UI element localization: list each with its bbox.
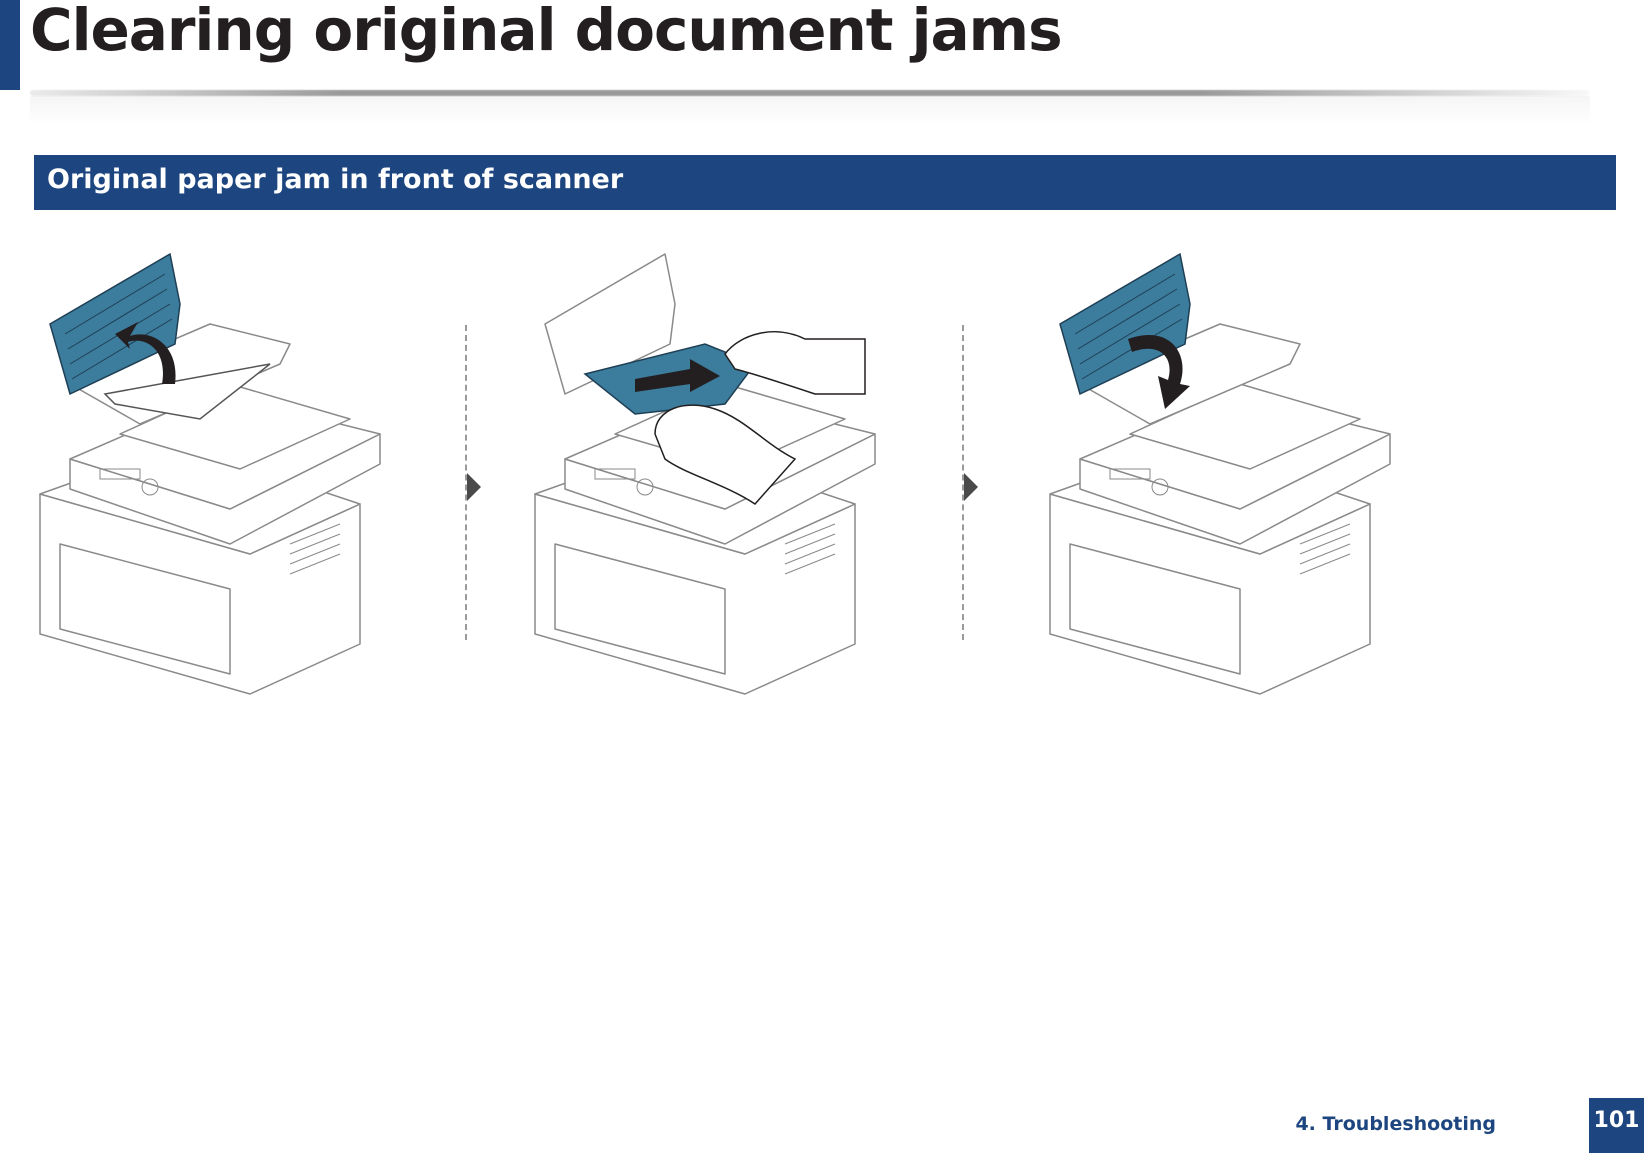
printer-close-cover-image	[1040, 244, 1460, 724]
step-2-illustration	[525, 244, 945, 724]
illustration-row	[0, 230, 1644, 750]
left-accent-bar	[0, 0, 20, 90]
footer-chapter: 4. Troubleshooting	[1295, 1113, 1496, 1135]
section-title: Original paper jam in front of scanner	[47, 164, 623, 195]
page-number-box: 101	[1589, 1098, 1644, 1153]
title-shadow	[30, 96, 1590, 126]
next-step-arrow-icon	[467, 473, 481, 501]
printer-open-cover-image	[30, 244, 450, 724]
printer-remove-paper-image	[525, 244, 945, 724]
next-step-arrow-icon	[964, 473, 978, 501]
step-1-illustration	[30, 244, 450, 724]
page-title: Clearing original document jams	[30, 0, 1062, 64]
page-number: 101	[1589, 1108, 1644, 1133]
section-header: Original paper jam in front of scanner	[34, 155, 1616, 210]
step-3-illustration	[1040, 244, 1460, 724]
